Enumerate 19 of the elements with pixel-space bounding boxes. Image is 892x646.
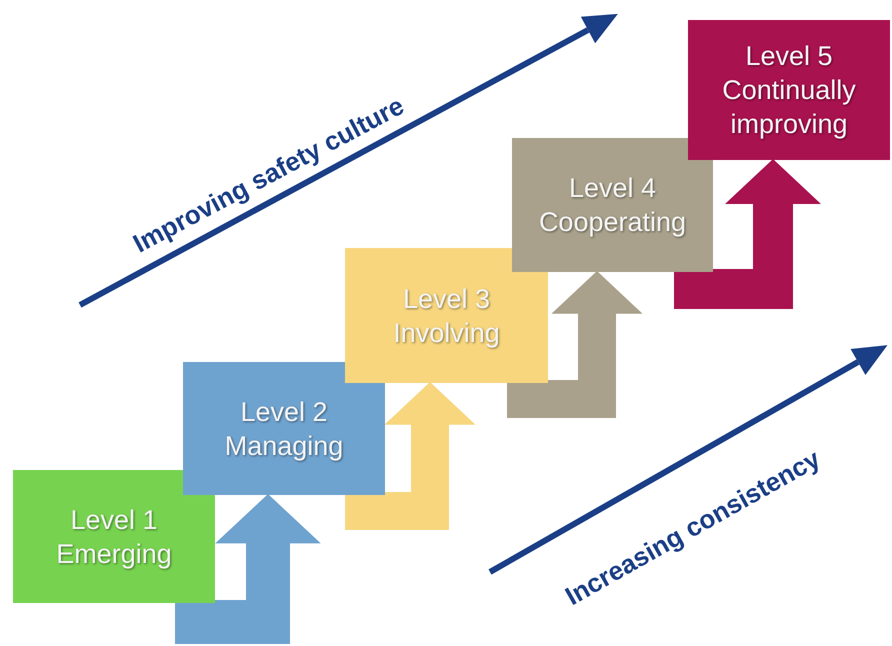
- bent-arrow: [345, 382, 476, 530]
- level-name: Emerging: [56, 538, 172, 570]
- bent-arrow: [674, 159, 821, 309]
- level-box: [13, 470, 215, 603]
- level-heading: Level 5: [745, 40, 833, 73]
- level-box: [183, 362, 385, 495]
- level-name: Managing: [224, 430, 344, 462]
- bent-arrow: [507, 271, 643, 418]
- level-name: Continually improving: [721, 74, 857, 141]
- level-box: [512, 138, 713, 272]
- level-heading: Level 3: [402, 282, 490, 316]
- level-heading: Level 4: [568, 172, 656, 205]
- level-name: Cooperating: [538, 206, 686, 239]
- level-box: [345, 248, 548, 383]
- level-heading: Level 1: [70, 504, 158, 536]
- level-name: Involving: [393, 316, 500, 350]
- bent-arrow: [175, 494, 321, 644]
- level-heading: Level 2: [240, 396, 328, 428]
- level-box: [688, 20, 890, 160]
